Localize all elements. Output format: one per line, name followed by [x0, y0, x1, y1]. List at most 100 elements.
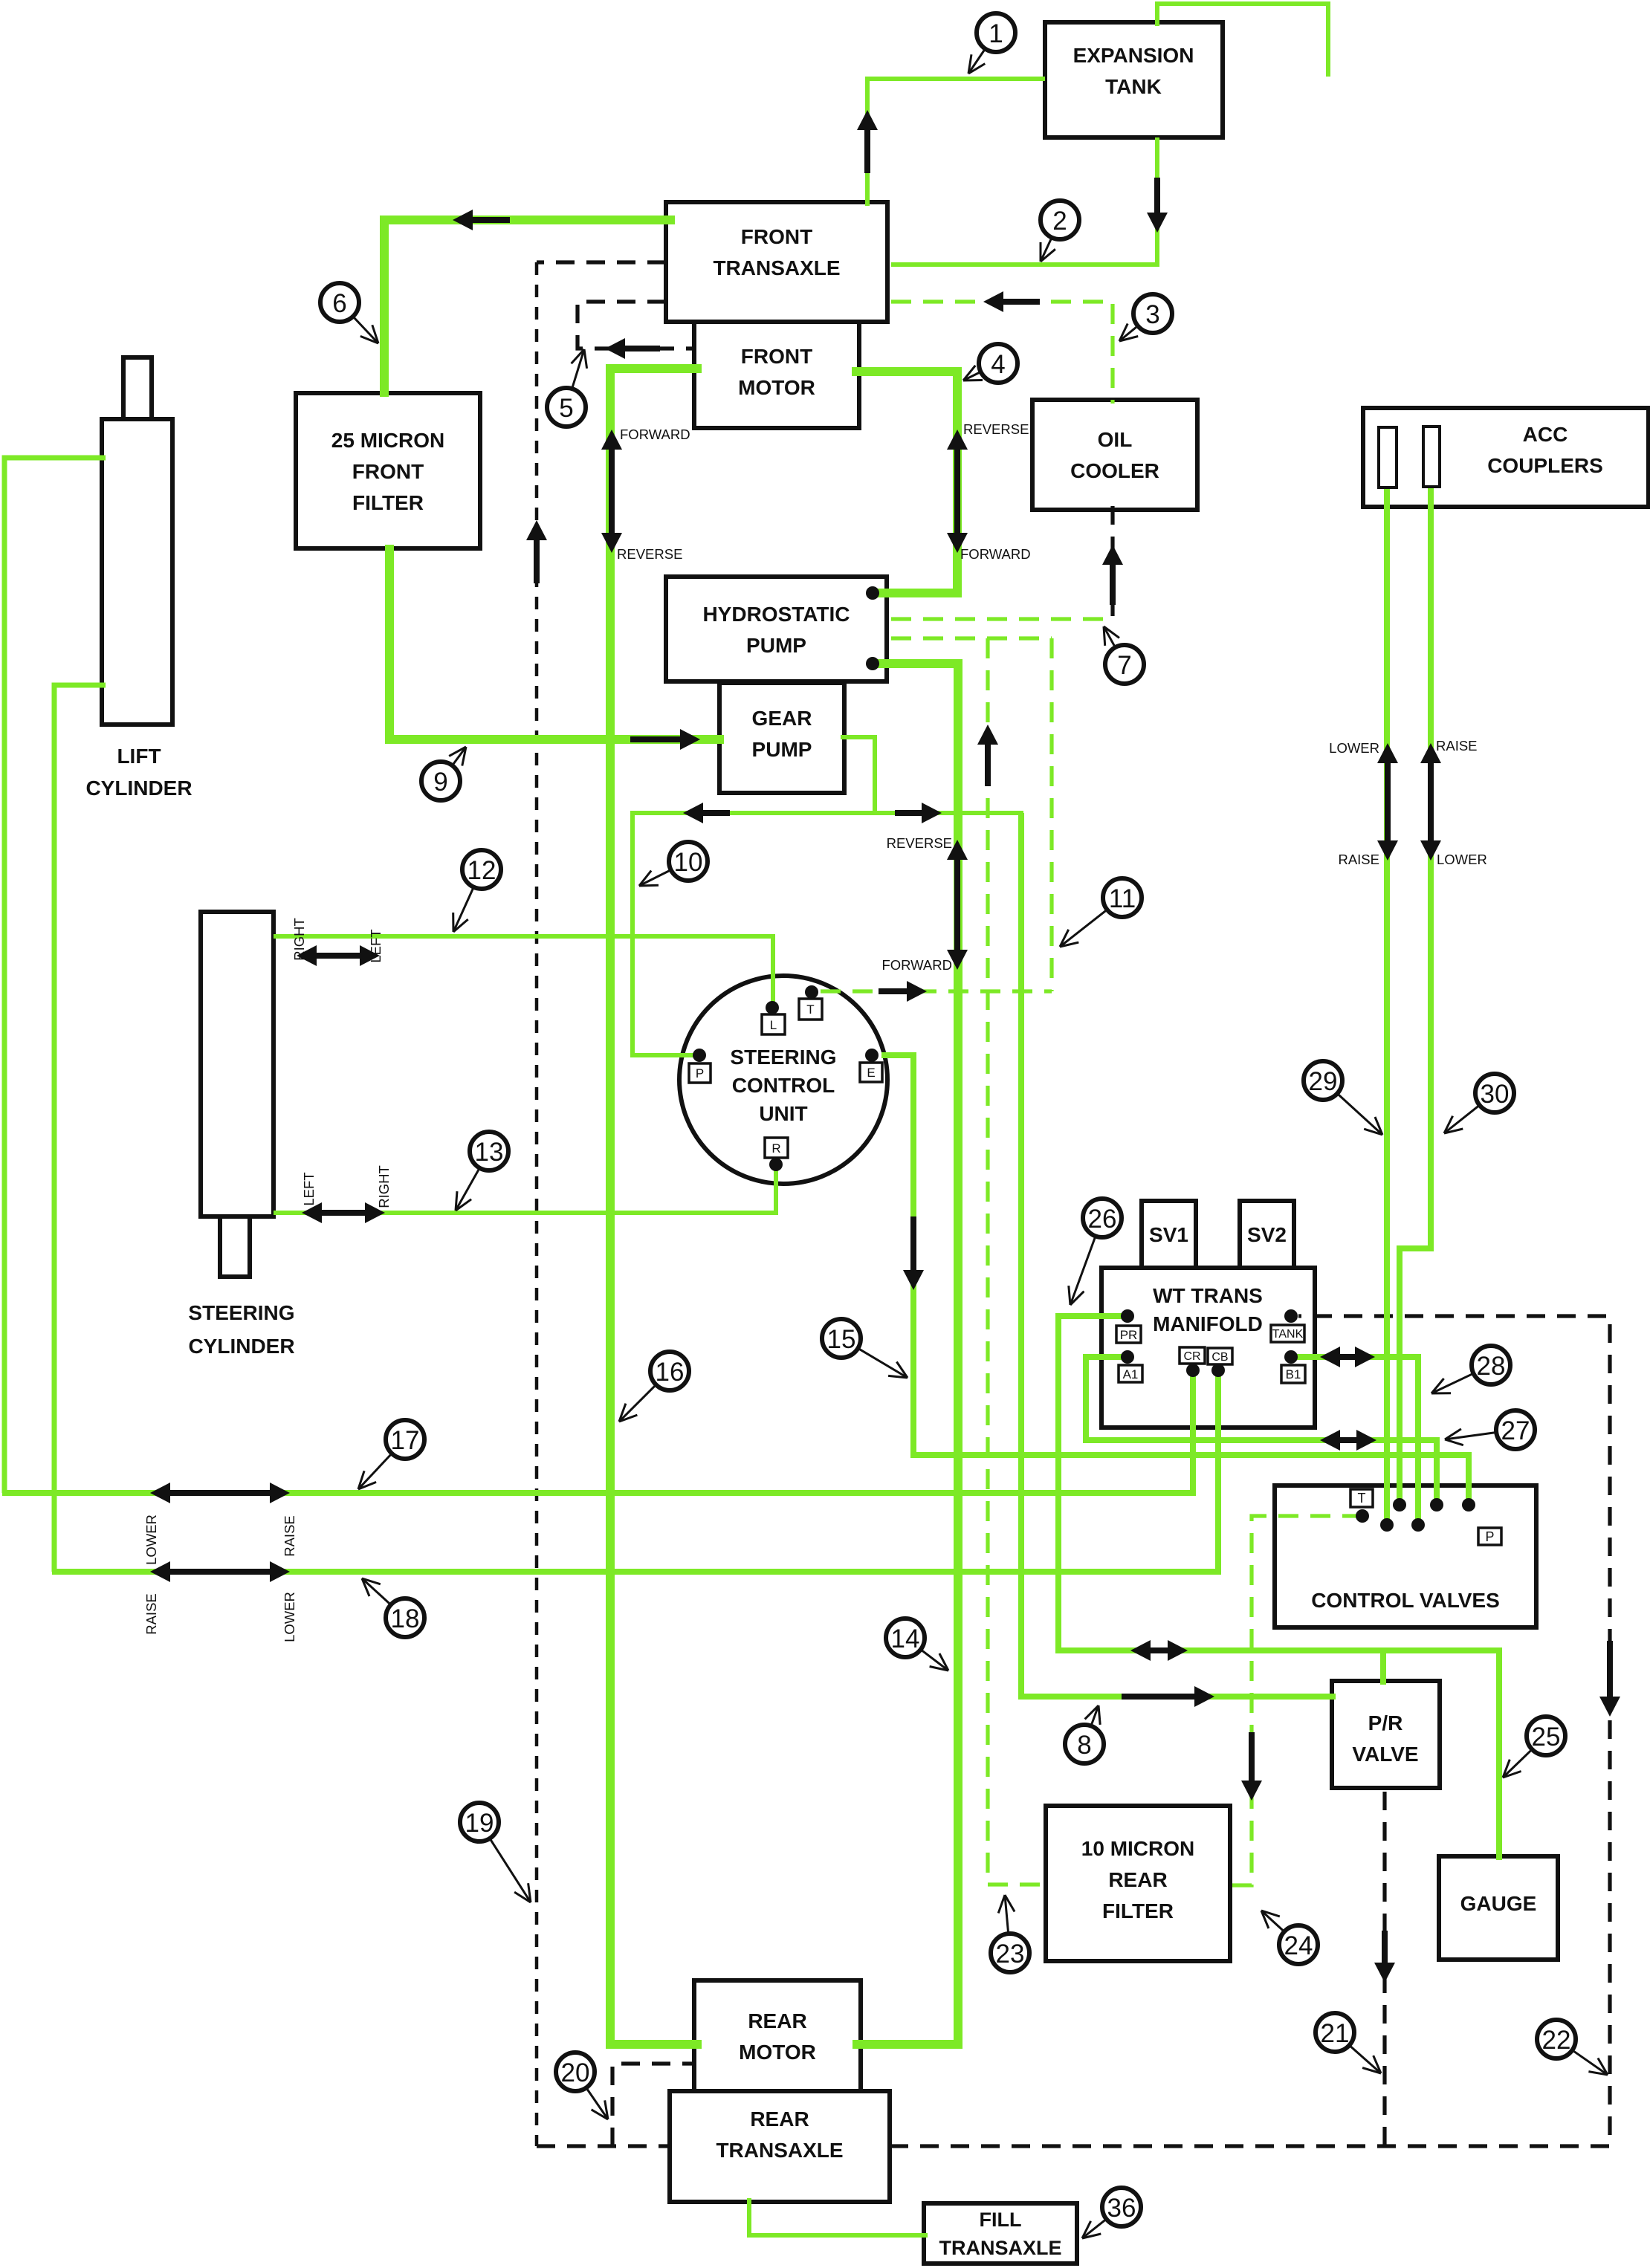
svg-text:PR: PR	[1120, 1328, 1138, 1342]
svg-text:25: 25	[1532, 1723, 1561, 1752]
svg-text:MANIFOLD: MANIFOLD	[1153, 1312, 1263, 1335]
svg-text:L: L	[770, 1018, 777, 1032]
svg-text:19: 19	[465, 1809, 494, 1838]
svg-text:REVERSE: REVERSE	[887, 835, 952, 851]
svg-text:3: 3	[1145, 300, 1159, 329]
svg-text:RAISE: RAISE	[1436, 738, 1478, 754]
svg-text:T: T	[806, 1002, 814, 1017]
svg-text:LEFT: LEFT	[301, 1172, 317, 1205]
svg-text:TANK: TANK	[1105, 75, 1162, 98]
svg-text:REAR: REAR	[748, 2009, 806, 2032]
svg-text:FRONT: FRONT	[741, 225, 812, 248]
svg-text:16: 16	[656, 1358, 685, 1387]
svg-text:13: 13	[475, 1138, 504, 1167]
svg-text:LIFT: LIFT	[117, 745, 161, 768]
svg-text:TRANSAXLE: TRANSAXLE	[716, 2139, 843, 2162]
svg-text:20: 20	[561, 2058, 590, 2087]
svg-text:RAISE: RAISE	[143, 1593, 159, 1635]
svg-text:LOWER: LOWER	[143, 1514, 159, 1565]
svg-text:STEERING: STEERING	[730, 1046, 836, 1069]
svg-text:17: 17	[391, 1426, 420, 1455]
svg-text:P: P	[1485, 1529, 1494, 1544]
svg-text:CB: CB	[1211, 1351, 1228, 1364]
svg-text:REVERSE: REVERSE	[617, 546, 682, 562]
svg-text:OIL: OIL	[1098, 428, 1133, 451]
svg-text:CYLINDER: CYLINDER	[188, 1335, 294, 1358]
svg-text:P: P	[696, 1066, 704, 1080]
svg-text:FORWARD: FORWARD	[620, 427, 690, 442]
svg-text:25 MICRON: 25 MICRON	[331, 429, 444, 452]
svg-text:LEFT: LEFT	[368, 929, 384, 962]
svg-text:LOWER: LOWER	[1329, 740, 1379, 756]
svg-text:CONTROL: CONTROL	[732, 1074, 835, 1097]
svg-text:12: 12	[468, 856, 496, 885]
svg-text:B1: B1	[1286, 1367, 1301, 1381]
svg-text:T: T	[1358, 1491, 1366, 1506]
svg-text:MOTOR: MOTOR	[738, 376, 815, 399]
svg-text:FRONT: FRONT	[741, 345, 812, 368]
svg-text:CYLINDER: CYLINDER	[85, 777, 192, 800]
svg-text:EXPANSION: EXPANSION	[1073, 44, 1194, 67]
svg-text:HYDROSTATIC: HYDROSTATIC	[702, 603, 850, 626]
svg-text:COOLER: COOLER	[1070, 459, 1159, 482]
svg-text:5: 5	[559, 394, 573, 423]
svg-text:6: 6	[332, 289, 346, 318]
svg-text:36: 36	[1107, 2194, 1136, 2223]
svg-text:LOWER: LOWER	[1437, 852, 1487, 867]
svg-text:CR: CR	[1183, 1350, 1200, 1363]
svg-text:1: 1	[989, 19, 1003, 48]
svg-text:2: 2	[1052, 207, 1067, 236]
svg-text:REAR: REAR	[1108, 1868, 1167, 1891]
svg-text:28: 28	[1477, 1352, 1506, 1381]
svg-text:21: 21	[1321, 2019, 1350, 2048]
svg-text:RAISE: RAISE	[1338, 852, 1379, 867]
svg-text:30: 30	[1481, 1080, 1510, 1109]
svg-text:29: 29	[1309, 1067, 1338, 1096]
svg-text:7: 7	[1117, 651, 1131, 680]
svg-text:24: 24	[1284, 1931, 1313, 1960]
svg-text:CONTROL VALVES: CONTROL VALVES	[1311, 1589, 1500, 1612]
svg-text:FILL: FILL	[980, 2209, 1022, 2231]
svg-text:P/R: P/R	[1368, 1711, 1403, 1734]
svg-text:FORWARD: FORWARD	[960, 546, 1031, 562]
svg-text:COUPLERS: COUPLERS	[1487, 454, 1603, 477]
svg-text:FILTER: FILTER	[352, 491, 424, 514]
svg-text:15: 15	[827, 1325, 856, 1354]
svg-text:A1: A1	[1123, 1367, 1139, 1381]
svg-text:LOWER: LOWER	[282, 1592, 297, 1642]
svg-text:FILTER: FILTER	[1102, 1899, 1174, 1922]
svg-text:PUMP: PUMP	[752, 738, 812, 761]
svg-text:R: R	[771, 1141, 780, 1156]
svg-text:RIGHT: RIGHT	[291, 918, 307, 961]
svg-text:VALVE: VALVE	[1352, 1743, 1418, 1766]
svg-text:10: 10	[674, 848, 703, 877]
svg-text:27: 27	[1501, 1416, 1530, 1445]
svg-text:18: 18	[391, 1604, 420, 1633]
svg-text:8: 8	[1077, 1731, 1091, 1760]
svg-text:RAISE: RAISE	[282, 1515, 297, 1557]
svg-text:FRONT: FRONT	[352, 460, 424, 483]
svg-text:UNIT: UNIT	[759, 1102, 807, 1125]
svg-text:SV2: SV2	[1247, 1223, 1287, 1246]
svg-text:REVERSE: REVERSE	[963, 421, 1029, 437]
svg-text:FORWARD: FORWARD	[881, 957, 952, 973]
svg-text:26: 26	[1088, 1205, 1117, 1234]
svg-text:TRANSAXLE: TRANSAXLE	[713, 256, 840, 279]
svg-text:E: E	[867, 1066, 875, 1080]
svg-text:MOTOR: MOTOR	[739, 2041, 816, 2064]
svg-text:ACC: ACC	[1523, 423, 1568, 446]
svg-text:STEERING: STEERING	[188, 1301, 294, 1324]
svg-text:TANK: TANK	[1272, 1328, 1304, 1341]
svg-text:REAR: REAR	[750, 2107, 809, 2131]
svg-text:GAUGE: GAUGE	[1460, 1892, 1537, 1915]
svg-text:WT TRANS: WT TRANS	[1153, 1284, 1263, 1307]
svg-text:22: 22	[1542, 2026, 1571, 2055]
svg-text:11: 11	[1109, 884, 1136, 913]
svg-text:SV1: SV1	[1149, 1223, 1188, 1246]
svg-text:9: 9	[433, 768, 447, 797]
svg-text:14: 14	[891, 1624, 920, 1653]
svg-text:GEAR: GEAR	[752, 707, 812, 730]
svg-text:4: 4	[991, 350, 1005, 379]
svg-text:RIGHT: RIGHT	[376, 1165, 392, 1208]
svg-text:TRANSAXLE: TRANSAXLE	[939, 2237, 1061, 2259]
